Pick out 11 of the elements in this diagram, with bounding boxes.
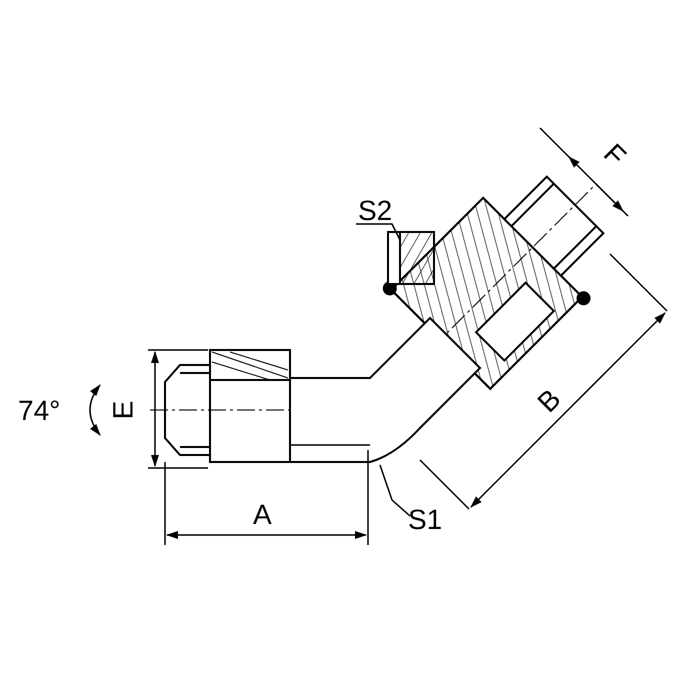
leader-line bbox=[379, 464, 410, 517]
dimension-label: 74° bbox=[18, 396, 60, 426]
dimension-label: A bbox=[253, 500, 272, 530]
part-label: S2 bbox=[358, 196, 392, 226]
plug-drawing bbox=[387, 231, 435, 285]
elbow-body-drawing bbox=[289, 317, 481, 463]
dimension-label: E bbox=[108, 400, 138, 420]
dimension-label: B bbox=[532, 384, 567, 418]
dimension-label: F bbox=[598, 138, 632, 172]
leader-line bbox=[356, 223, 401, 240]
part-label: S1 bbox=[408, 505, 442, 535]
